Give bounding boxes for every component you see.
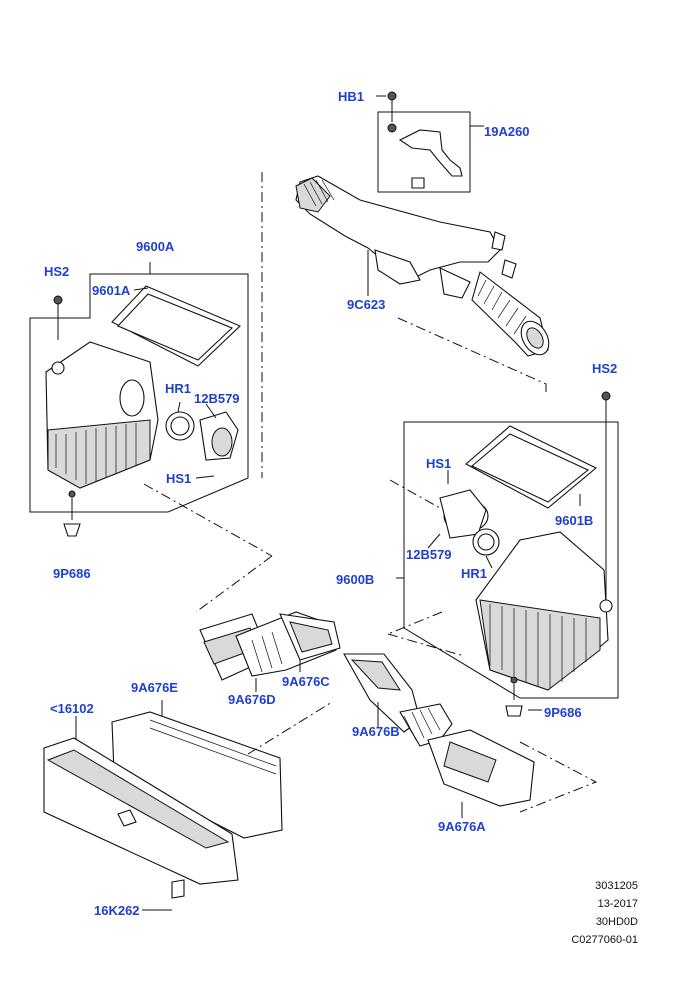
label-leaders xyxy=(75,287,581,911)
label-19a260: 19A260 xyxy=(484,124,530,139)
label-hr1-left: HR1 xyxy=(165,381,192,396)
label-9p686-right: 9P686 xyxy=(544,705,582,720)
bracket-assembly xyxy=(376,91,484,193)
ref-code-4: C0277060-01 xyxy=(571,934,638,946)
ref-code-1: 3031205 xyxy=(595,880,638,892)
label-12b579-left: 12B579 xyxy=(194,391,240,406)
label-12b579-right: 12B579 xyxy=(406,547,452,562)
air-cleaner-right xyxy=(396,391,619,717)
label-9601a: 9601A xyxy=(92,283,131,298)
label-9600b: 9600B xyxy=(336,572,375,587)
lower-air-ducts xyxy=(199,611,535,807)
label-9a676c: 9A676C xyxy=(282,674,330,689)
label-hs2-right: HS2 xyxy=(592,361,618,376)
intake-duct-assembly xyxy=(295,175,550,357)
label-9a676a: 9A676A xyxy=(438,819,486,834)
ref-code-2: 13-2017 xyxy=(597,898,638,910)
label-16102: <16102 xyxy=(50,701,94,716)
label-hb1: HB1 xyxy=(338,89,365,104)
front-panels xyxy=(43,711,283,899)
label-9601b: 9601B xyxy=(555,513,594,528)
assembly-leader-lines xyxy=(143,172,598,813)
label-9c623: 9C623 xyxy=(347,297,386,312)
air-cleaner-left xyxy=(29,262,249,537)
label-hs1-right: HS1 xyxy=(426,456,452,471)
label-16k262: 16K262 xyxy=(94,903,140,918)
label-hs1-left: HS1 xyxy=(166,471,192,486)
label-9p686-left: 9P686 xyxy=(53,566,91,581)
label-9a676e: 9A676E xyxy=(131,680,178,695)
label-9a676d: 9A676D xyxy=(228,692,276,707)
ref-code-3: 30HD0D xyxy=(595,916,638,928)
label-9600a: 9600A xyxy=(136,239,175,254)
label-hs2-left: HS2 xyxy=(44,264,70,279)
label-hr1-right: HR1 xyxy=(461,566,488,581)
label-9a676b: 9A676B xyxy=(352,724,400,739)
